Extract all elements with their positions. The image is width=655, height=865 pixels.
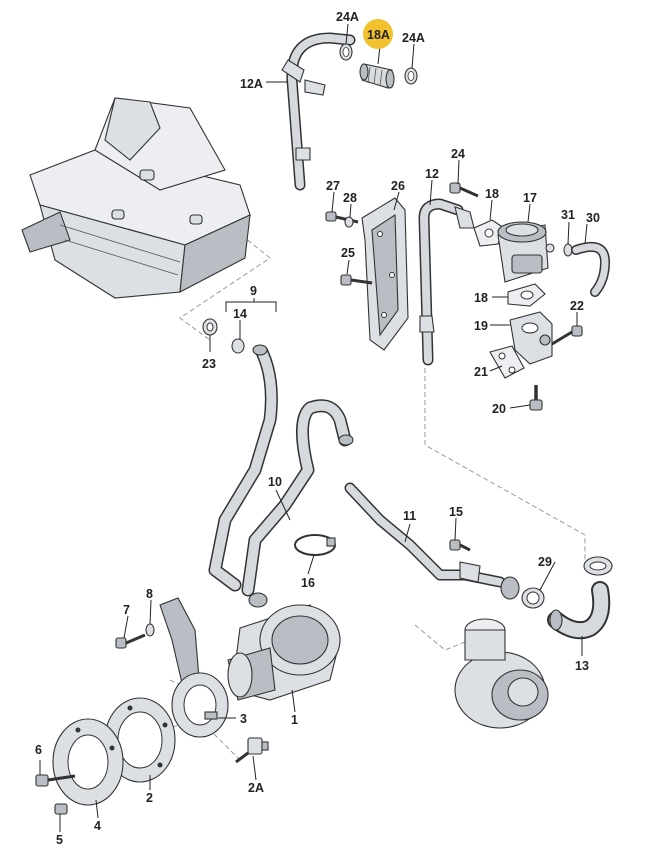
label-3: 3 bbox=[240, 712, 247, 726]
washer-28-illustration bbox=[344, 216, 354, 228]
hose-9-illustration bbox=[208, 344, 278, 592]
label-23: 23 bbox=[202, 357, 216, 371]
label-14: 14 bbox=[233, 307, 247, 321]
label-16: 16 bbox=[301, 576, 315, 590]
hose-13-illustration bbox=[547, 581, 611, 640]
label-26: 26 bbox=[391, 179, 405, 193]
bolt-24-illustration bbox=[449, 182, 479, 198]
label-24: 24 bbox=[451, 147, 465, 161]
clamp-24a-right-illustration bbox=[404, 67, 418, 85]
heat-shield-26-illustration bbox=[361, 197, 409, 351]
label-29: 29 bbox=[538, 555, 552, 569]
label-15: 15 bbox=[449, 505, 463, 519]
gasket-18-mid-illustration bbox=[507, 283, 546, 307]
label-18a: 18A bbox=[367, 28, 390, 42]
bolt-22-illustration bbox=[551, 325, 583, 346]
hose-10-illustration bbox=[241, 399, 354, 597]
label-9: 9 bbox=[250, 284, 257, 298]
air-filter-housing-illustration bbox=[21, 97, 251, 299]
label-6: 6 bbox=[35, 743, 42, 757]
air-pump-1-illustration bbox=[227, 592, 341, 701]
washer-8-illustration bbox=[145, 623, 155, 637]
label-12: 12 bbox=[425, 167, 439, 181]
bolt-6-illustration bbox=[35, 774, 76, 787]
label-1: 1 bbox=[291, 713, 298, 727]
bracket-21-illustration bbox=[489, 345, 525, 379]
strap-16-illustration bbox=[294, 534, 336, 556]
label-10: 10 bbox=[268, 475, 282, 489]
label-25: 25 bbox=[341, 246, 355, 260]
label-17: 17 bbox=[523, 191, 537, 205]
label-2: 2 bbox=[146, 791, 153, 805]
vacuum-hose-30-illustration bbox=[571, 242, 610, 297]
nut-5-illustration bbox=[54, 803, 68, 815]
label-13: 13 bbox=[575, 659, 589, 673]
label-30: 30 bbox=[586, 211, 600, 225]
damper-3-illustration bbox=[171, 672, 229, 738]
pipe-12-illustration bbox=[418, 198, 475, 366]
clamp-23-illustration bbox=[202, 318, 218, 336]
label-27: 27 bbox=[326, 179, 340, 193]
label-18-top: 18 bbox=[485, 187, 499, 201]
bolt-7-illustration bbox=[115, 633, 146, 649]
pipe-12a-illustration bbox=[281, 32, 356, 191]
pipe-11-illustration bbox=[344, 482, 520, 600]
turbocharger-illustration bbox=[454, 618, 549, 729]
label-18-mid: 18 bbox=[474, 291, 488, 305]
sensor-2a-illustration bbox=[235, 737, 269, 764]
label-21: 21 bbox=[474, 365, 488, 379]
clamp-24a-left-illustration bbox=[339, 43, 353, 61]
label-24a-left: 24A bbox=[336, 10, 359, 24]
bolt-15-illustration bbox=[449, 539, 471, 552]
label-5: 5 bbox=[56, 833, 63, 847]
bolt-25-illustration bbox=[340, 274, 373, 286]
label-19: 19 bbox=[474, 319, 488, 333]
clip-14-illustration bbox=[231, 338, 245, 354]
label-31: 31 bbox=[561, 208, 575, 222]
leader-lines bbox=[39, 23, 588, 832]
label-22: 22 bbox=[570, 299, 584, 313]
label-4: 4 bbox=[94, 819, 101, 833]
label-11: 11 bbox=[403, 509, 416, 523]
label-20: 20 bbox=[492, 402, 506, 416]
highlight-marker-18a bbox=[363, 19, 393, 49]
clip-31-illustration bbox=[563, 243, 573, 257]
label-28: 28 bbox=[343, 191, 357, 205]
clamp-29-illustration bbox=[521, 556, 613, 609]
egr-valve-17-illustration bbox=[497, 221, 555, 283]
label-8: 8 bbox=[146, 587, 153, 601]
callout-labels: 24A 18A 24A 12A 24 27 28 26 12 18 17 31 … bbox=[35, 10, 600, 847]
flange-19-illustration bbox=[509, 311, 553, 365]
hose-18a-highlighted-illustration bbox=[359, 63, 395, 89]
label-24a-right: 24A bbox=[402, 31, 425, 45]
ring-4-illustration bbox=[52, 718, 124, 806]
label-7: 7 bbox=[123, 603, 130, 617]
label-2a: 2A bbox=[248, 781, 264, 795]
label-12a: 12A bbox=[240, 77, 263, 91]
bolt-20-illustration bbox=[529, 385, 543, 411]
